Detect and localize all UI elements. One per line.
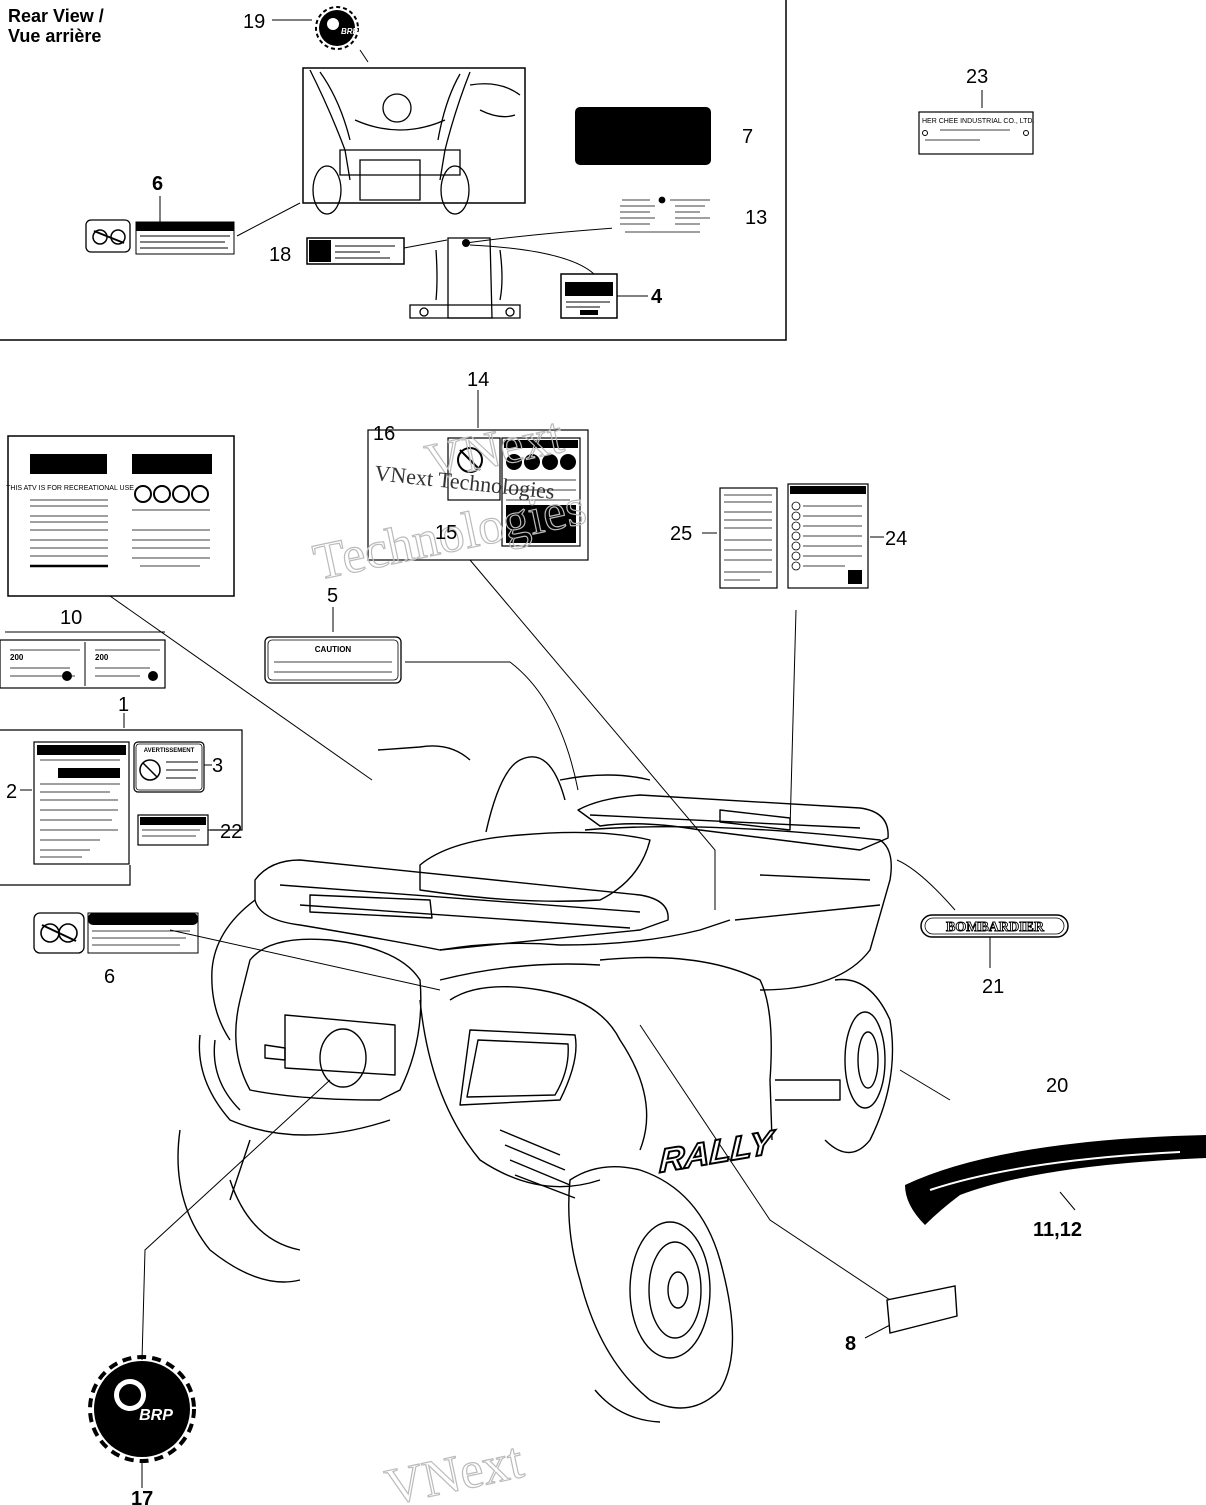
callout-16: 16 [373,423,395,445]
callout-25: 25 [670,523,692,545]
decal-recreational: THIS ATV IS FOR RECREATIONAL USE [6,435,235,597]
reflector-decal-8 [886,1285,958,1334]
decal-13 [612,196,717,238]
rear-view-heading-fr: Vue arrière [8,26,102,46]
decal-7 [575,107,711,165]
callout-15: 15 [435,522,457,544]
callout-10: 10 [60,607,82,629]
rally-decal: RALLY [658,1123,778,1182]
brp-logo-small-icon: BRP [315,6,359,50]
atv-outline [177,745,894,1423]
callout-7: 7 [742,126,753,148]
bombardier-badge: BOMBARDIER [920,914,1069,938]
decal-10-val-a: 200 [10,653,24,662]
decal-5-caution: CAUTION [264,607,402,684]
callout-21: 21 [982,976,1004,998]
callout-19: 19 [243,11,265,33]
watermark-vnext-bottom: VNext [381,1432,529,1505]
brp-small-text: BRP [341,27,359,36]
callout-22: 22 [220,821,242,843]
callout-14: 14 [467,369,489,391]
callout-1: 1 [118,694,129,716]
decal-24 [787,483,884,589]
callout-2: 2 [6,781,17,803]
decal-23-plate: HER CHEE INDUSTRIAL CO., LTD. [918,90,1034,155]
rear-view-heading-en: Rear View / [8,6,104,26]
brp-logo-large-icon: BRP [88,1355,196,1463]
decal-sheet-14 [367,390,589,561]
decal-18 [306,237,405,265]
callout-numbers: 19 7 13 6 18 4 23 14 16 15 25 24 5 10 1 … [6,11,1082,1505]
callout-24: 24 [885,528,907,550]
callout-5: 5 [327,585,338,607]
callout-13: 13 [745,207,767,229]
callout-6-front: 6 [104,966,115,988]
recreational-text: THIS ATV IS FOR RECREATIONAL USE [6,485,134,492]
callout-4: 4 [651,286,663,308]
callout-8: 8 [845,1333,856,1355]
callout-3: 3 [212,755,223,777]
callout-17: 17 [131,1488,153,1505]
callout-11-12: 11,12 [1033,1219,1082,1241]
decal-sheet-1: AVERTISSEMENT [0,713,243,886]
swoosh-decal-11-12 [905,1135,1206,1225]
decal-10: 200 200 [0,631,166,689]
avertissement-text: AVERTISSEMENT [144,748,195,754]
callout-20: 20 [1046,1075,1068,1097]
leader-lines [109,559,1076,1488]
rally-text: RALLY [659,1124,777,1181]
plate-text: HER CHEE INDUSTRIAL CO., LTD. [922,118,1034,125]
decal-6-front [33,912,199,954]
callout-18: 18 [269,244,291,266]
rear-view-inset [0,0,787,341]
decal-10-val-b: 200 [95,653,109,662]
rear-view-heading: Rear View / Vue arrière [8,6,104,46]
callout-23: 23 [966,66,988,88]
bombardier-text: BOMBARDIER [946,920,1045,935]
watermark: VNext Technologies VNext Technologies VN… [308,406,592,1505]
decal-25 [702,487,778,589]
caution-text: CAUTION [315,645,352,654]
decal-6-rear [85,219,235,255]
decal-4 [560,273,618,319]
brp-large-text: BRP [139,1407,173,1424]
callout-6-rear: 6 [152,173,163,195]
swoosh-stripe [929,1151,1181,1191]
